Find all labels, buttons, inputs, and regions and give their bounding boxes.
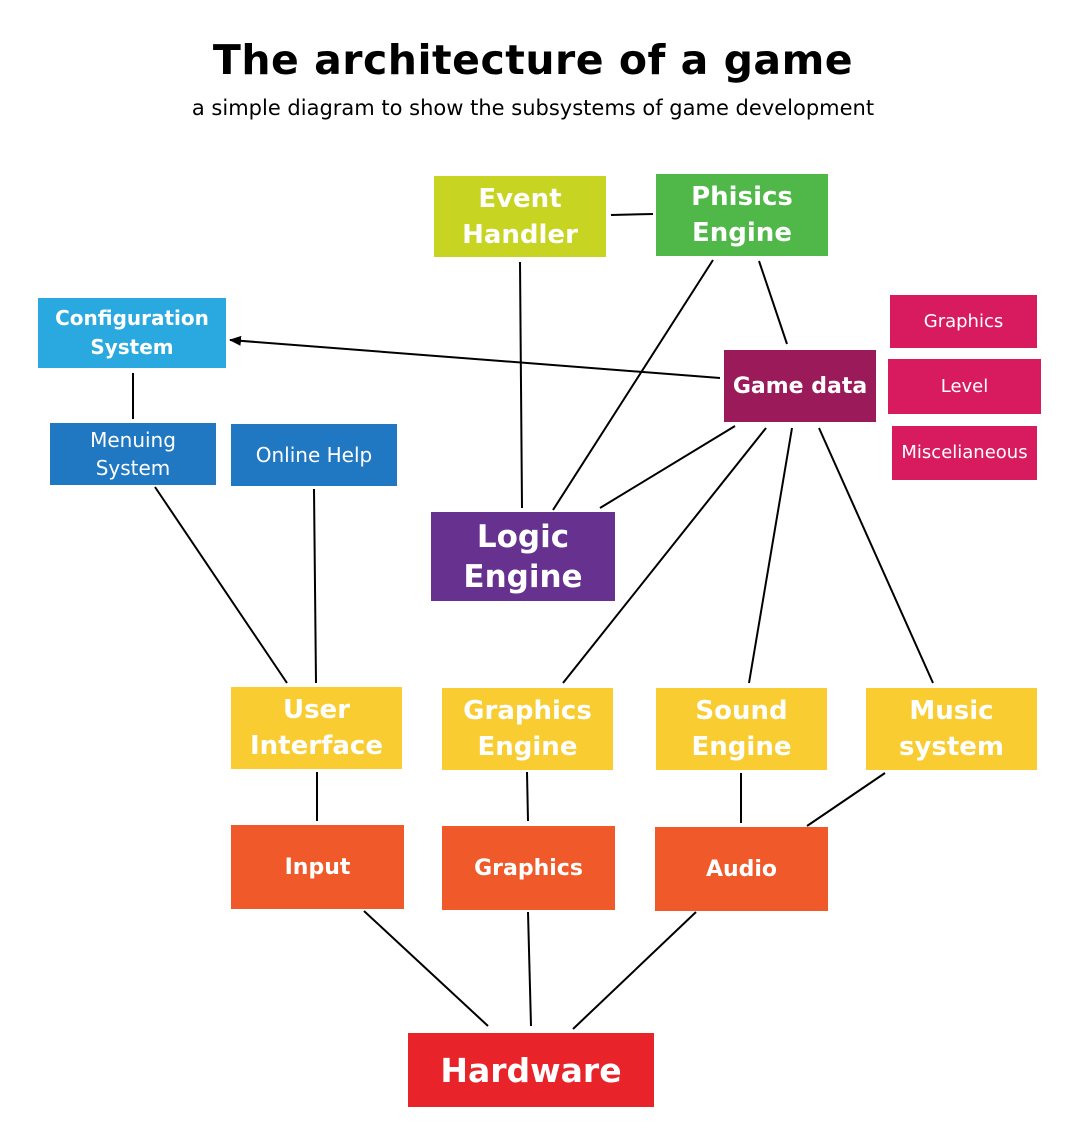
- link-help-ui: [313, 488, 317, 684]
- data-miscellaneous-box: Miscelianeous: [892, 426, 1037, 480]
- sound-engine-box: Sound Engine: [656, 688, 827, 770]
- graphics-engine-box: Graphics Engine: [442, 688, 613, 770]
- link-graphics-hardware: [527, 911, 532, 1027]
- audio-box: Audio: [655, 827, 828, 911]
- diagram-title: The architecture of a game: [212, 36, 854, 84]
- user-interface-box: User Interface: [231, 687, 402, 769]
- link-gamedata-graphics-engine: [562, 427, 767, 684]
- logic-engine-box: Logic Engine: [431, 512, 615, 601]
- game-data-box: Game data: [724, 350, 876, 422]
- graphics-hardware-box: Graphics: [442, 826, 615, 910]
- link-gamedata-sound-engine: [748, 427, 793, 684]
- link-gamedata-music: [818, 427, 934, 684]
- diagram-subtitle: a simple diagram to show the subsystems …: [191, 96, 875, 120]
- link-music-audio: [806, 772, 886, 827]
- input-box: Input: [231, 825, 404, 909]
- link-input-hardware: [363, 910, 489, 1027]
- link-audio-hardware: [572, 911, 697, 1030]
- link-event-logic: [519, 261, 523, 509]
- menuing-system-box: Menuing System: [50, 423, 216, 485]
- music-system-box: Music system: [866, 688, 1037, 770]
- link-event-physics: [610, 213, 654, 216]
- hardware-box: Hardware: [408, 1033, 654, 1107]
- link-gamedata-logic: [599, 425, 736, 509]
- event-handler-box: Event Handler: [434, 176, 606, 257]
- link-gamedata-config: [229, 335, 721, 379]
- link-physics-gamedata: [758, 260, 788, 345]
- link-physics-logic: [552, 259, 714, 511]
- physics-engine-box: Phisics Engine: [656, 174, 828, 256]
- online-help-box: Online Help: [231, 424, 397, 486]
- link-graphicsengine-graphics: [526, 771, 529, 822]
- data-level-box: Level: [888, 359, 1041, 414]
- data-graphics-box: Graphics: [890, 295, 1037, 348]
- configuration-system-box: Configuration System: [38, 298, 226, 368]
- link-menuing-ui: [154, 486, 288, 684]
